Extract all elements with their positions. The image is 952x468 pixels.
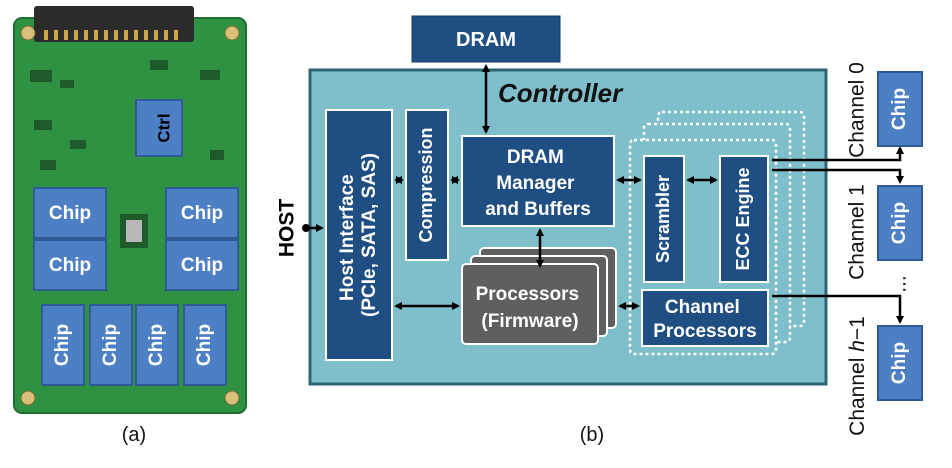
dram-label: DRAM [456, 29, 516, 51]
processors-line2: (Firmware) [481, 311, 578, 332]
channel-h-1-label: Channel h−1 [846, 316, 869, 436]
dram-manager-block [461, 135, 615, 227]
board-chip-7: Chip [135, 304, 179, 386]
arrow-channel-0 [772, 146, 904, 162]
caption-a: (a) [122, 424, 146, 446]
channel-processors-block [641, 289, 769, 347]
dram-manager-line3: and Buffers [485, 199, 591, 220]
channel-h-1-prefix: Channel [846, 352, 869, 436]
board-chip-3-label: Chip [181, 203, 223, 224]
ecc-engine-label: ECC Engine [733, 167, 753, 270]
scrambler-block [643, 155, 685, 283]
controller-label: Controller [498, 78, 624, 108]
board-chip-1: Chip [33, 187, 107, 239]
host-label: HOST [276, 199, 299, 258]
channel-processors-line2: Processors [653, 321, 757, 342]
board-chip-6-label: Chip [100, 324, 121, 366]
channel-1-chip-label: Chip [889, 202, 910, 244]
channel-1-label: Channel 1 [846, 184, 869, 280]
dram-block [411, 15, 561, 63]
board-chip-8-label: Chip [194, 324, 215, 366]
ecc-engine-block [719, 155, 769, 283]
board-chip-3: Chip [165, 187, 239, 239]
board-chip-6: Chip [89, 304, 133, 386]
channel-processors-label: Channel Processors [653, 297, 757, 342]
channel-0-chip: Chip [877, 71, 923, 147]
board-chip-8: Chip [183, 304, 227, 386]
processors-block [461, 263, 599, 345]
board-chip-5: Chip [41, 304, 85, 386]
channel-1-chip: Chip [877, 185, 923, 261]
dram-manager-line2: Manager [496, 173, 575, 194]
channel-0-chip-label: Chip [889, 88, 910, 130]
scrambler-label: Scrambler [653, 175, 673, 263]
host-interface-block [325, 109, 393, 361]
channel-h-1-chip: Chip [877, 325, 923, 401]
board-chip-7-label: Chip [146, 324, 167, 366]
compression-block [405, 109, 449, 261]
host-interface-line1: Host Interface [337, 174, 358, 301]
processors-line1: Processors [476, 284, 580, 305]
board-chip-2: Chip [33, 239, 107, 291]
host-interface-label: Host Interface (PCIe, SATA, SAS) [337, 153, 380, 317]
compression-label: Compression [416, 127, 436, 242]
arrow-channel-h-1 [772, 294, 904, 324]
board-chip-2-label: Chip [49, 255, 91, 276]
channel-processors-line1: Channel [665, 297, 740, 318]
board-chip-1-label: Chip [49, 203, 91, 224]
ctrl-label: Ctrl [154, 113, 173, 142]
ctrl-chip [135, 99, 183, 157]
board-chip-4: Chip [165, 239, 239, 291]
host-interface-line2: (PCIe, SATA, SAS) [359, 153, 380, 317]
caption-b: (b) [580, 424, 604, 446]
board-chip-4-label: Chip [181, 255, 223, 276]
arrow-channel-1 [772, 168, 904, 184]
channel-h-1-var: h [846, 340, 869, 352]
channel-h-1-chip-label: Chip [889, 342, 910, 384]
board-chip-5-label: Chip [52, 324, 73, 366]
channel-ellipsis: ... [888, 275, 911, 293]
channel-stack-back-2 [656, 110, 806, 328]
channel-0-label: Channel 0 [846, 62, 869, 158]
dram-manager-line1: DRAM [507, 147, 564, 168]
processors-label: Processors (Firmware) [476, 284, 585, 332]
channel-h-1-suffix: −1 [846, 316, 869, 340]
dram-manager-label: DRAM Manager and Buffers [485, 147, 591, 220]
connection-arrows [302, 64, 904, 324]
